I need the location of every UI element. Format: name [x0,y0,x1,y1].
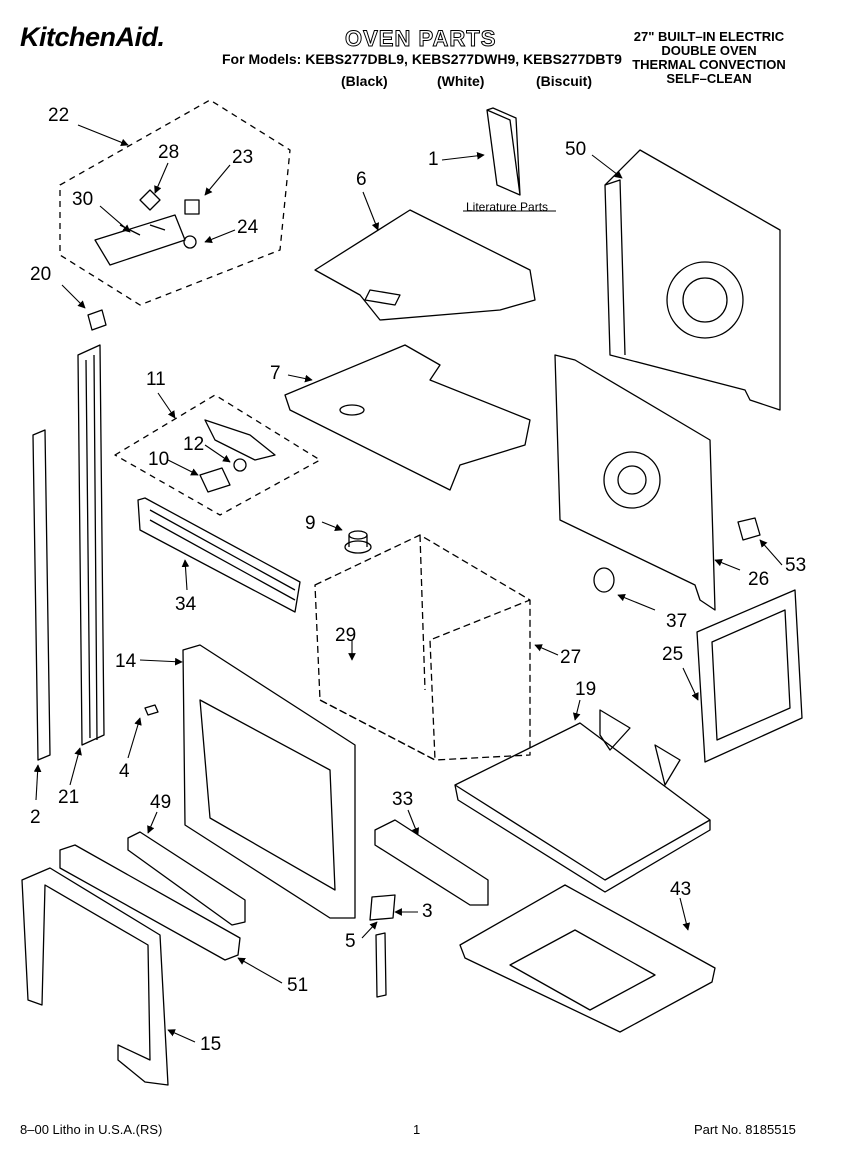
spec-line: SELF–CLEAN [666,71,752,86]
callout-number: 33 [392,789,414,810]
part-20-clip [87,309,107,331]
callout-number: 4 [119,761,130,782]
part-27-oven-cavity [314,534,531,761]
part-33-bottom-bracket [374,819,489,906]
part-14-front-frame [182,644,356,919]
callout-number: 20 [30,264,52,285]
callout-number: 19 [575,679,597,700]
brand-logo: KitchenAid. [20,22,165,52]
part-5-bracket [375,932,387,998]
spec-line: 27" BUILT–IN ELECTRIC [633,29,785,44]
leader-lines [33,124,783,1043]
callout-number: 12 [183,434,205,455]
spec-line: DOUBLE OVEN [661,43,757,58]
part-49-trim [127,831,246,926]
callout-number: 7 [270,363,281,384]
callout-number: 51 [287,975,309,996]
part-51-vent-trim [59,844,241,961]
callout-number: 34 [175,594,197,615]
literature-parts-label: Literature Parts [466,200,549,214]
callout-number: 6 [356,169,367,190]
part-9-element-nut [344,530,372,554]
callout-number: 26 [748,569,770,590]
callout-number: 30 [72,189,94,210]
callout-number: 22 [48,105,70,126]
part-25-back-frame [696,589,803,763]
callout-number: 49 [150,792,172,813]
part-4-screw [144,704,159,716]
part-6-top-shield [314,209,536,321]
callout-number: 37 [666,611,688,632]
footer-litho: 8–00 Litho in U.S.A.(RS) [20,1122,163,1137]
color-biscuit: (Biscuit) [536,73,592,89]
callout-number: 5 [345,931,356,952]
callout-number: 25 [662,644,684,665]
callout-number: 21 [58,787,80,808]
part-2-vent-strip [32,429,51,761]
spec-line: THERMAL CONVECTION [632,57,786,72]
part-26-back-wall [554,354,716,611]
callout-number: 29 [335,625,357,646]
part-15-door-gasket [21,867,169,1086]
color-white: (White) [437,73,485,89]
part-7-top-panel [284,344,531,491]
callout-number: 11 [146,369,166,390]
part-3-bracket [369,894,396,921]
callout-number: 1 [428,149,439,170]
callout-number: 3 [422,901,433,922]
callout-number: 50 [565,139,587,160]
part-22-control-bracket-assembly [59,99,291,306]
callout-number: 27 [560,647,582,668]
callout-number: 2 [30,807,41,828]
part-43-bottom-panel [459,884,716,1033]
part-11-switch-assembly [114,394,321,516]
part-37-gasket [593,567,615,593]
part-50-rear-panel [604,149,781,411]
page-title: OVEN PARTS [344,26,497,52]
part-34-vent-grille [137,497,301,613]
callout-number: 28 [158,142,180,163]
callout-number: 10 [148,449,170,470]
footer-part-number: Part No. 8185515 [694,1122,796,1137]
part-19-bottom-shield [454,709,711,893]
callout-number: 9 [305,513,316,534]
callout-number: 43 [670,879,692,900]
part-21-side-trim [77,344,105,746]
callout-number: 14 [115,651,137,672]
callout-number: 15 [200,1034,222,1055]
callout-number: 53 [785,555,807,576]
product-specs: 27" BUILT–IN ELECTRIC DOUBLE OVEN THERMA… [614,30,804,86]
footer-page-number: 1 [413,1122,421,1137]
callout-number: 24 [237,217,259,238]
callout-number: 23 [232,147,254,168]
models-line: For Models: KEBS277DBL9, KEBS277DWH9, KE… [222,51,622,67]
part-1-literature [486,107,521,196]
color-black: (Black) [341,73,388,89]
part-53-connector [737,517,761,541]
